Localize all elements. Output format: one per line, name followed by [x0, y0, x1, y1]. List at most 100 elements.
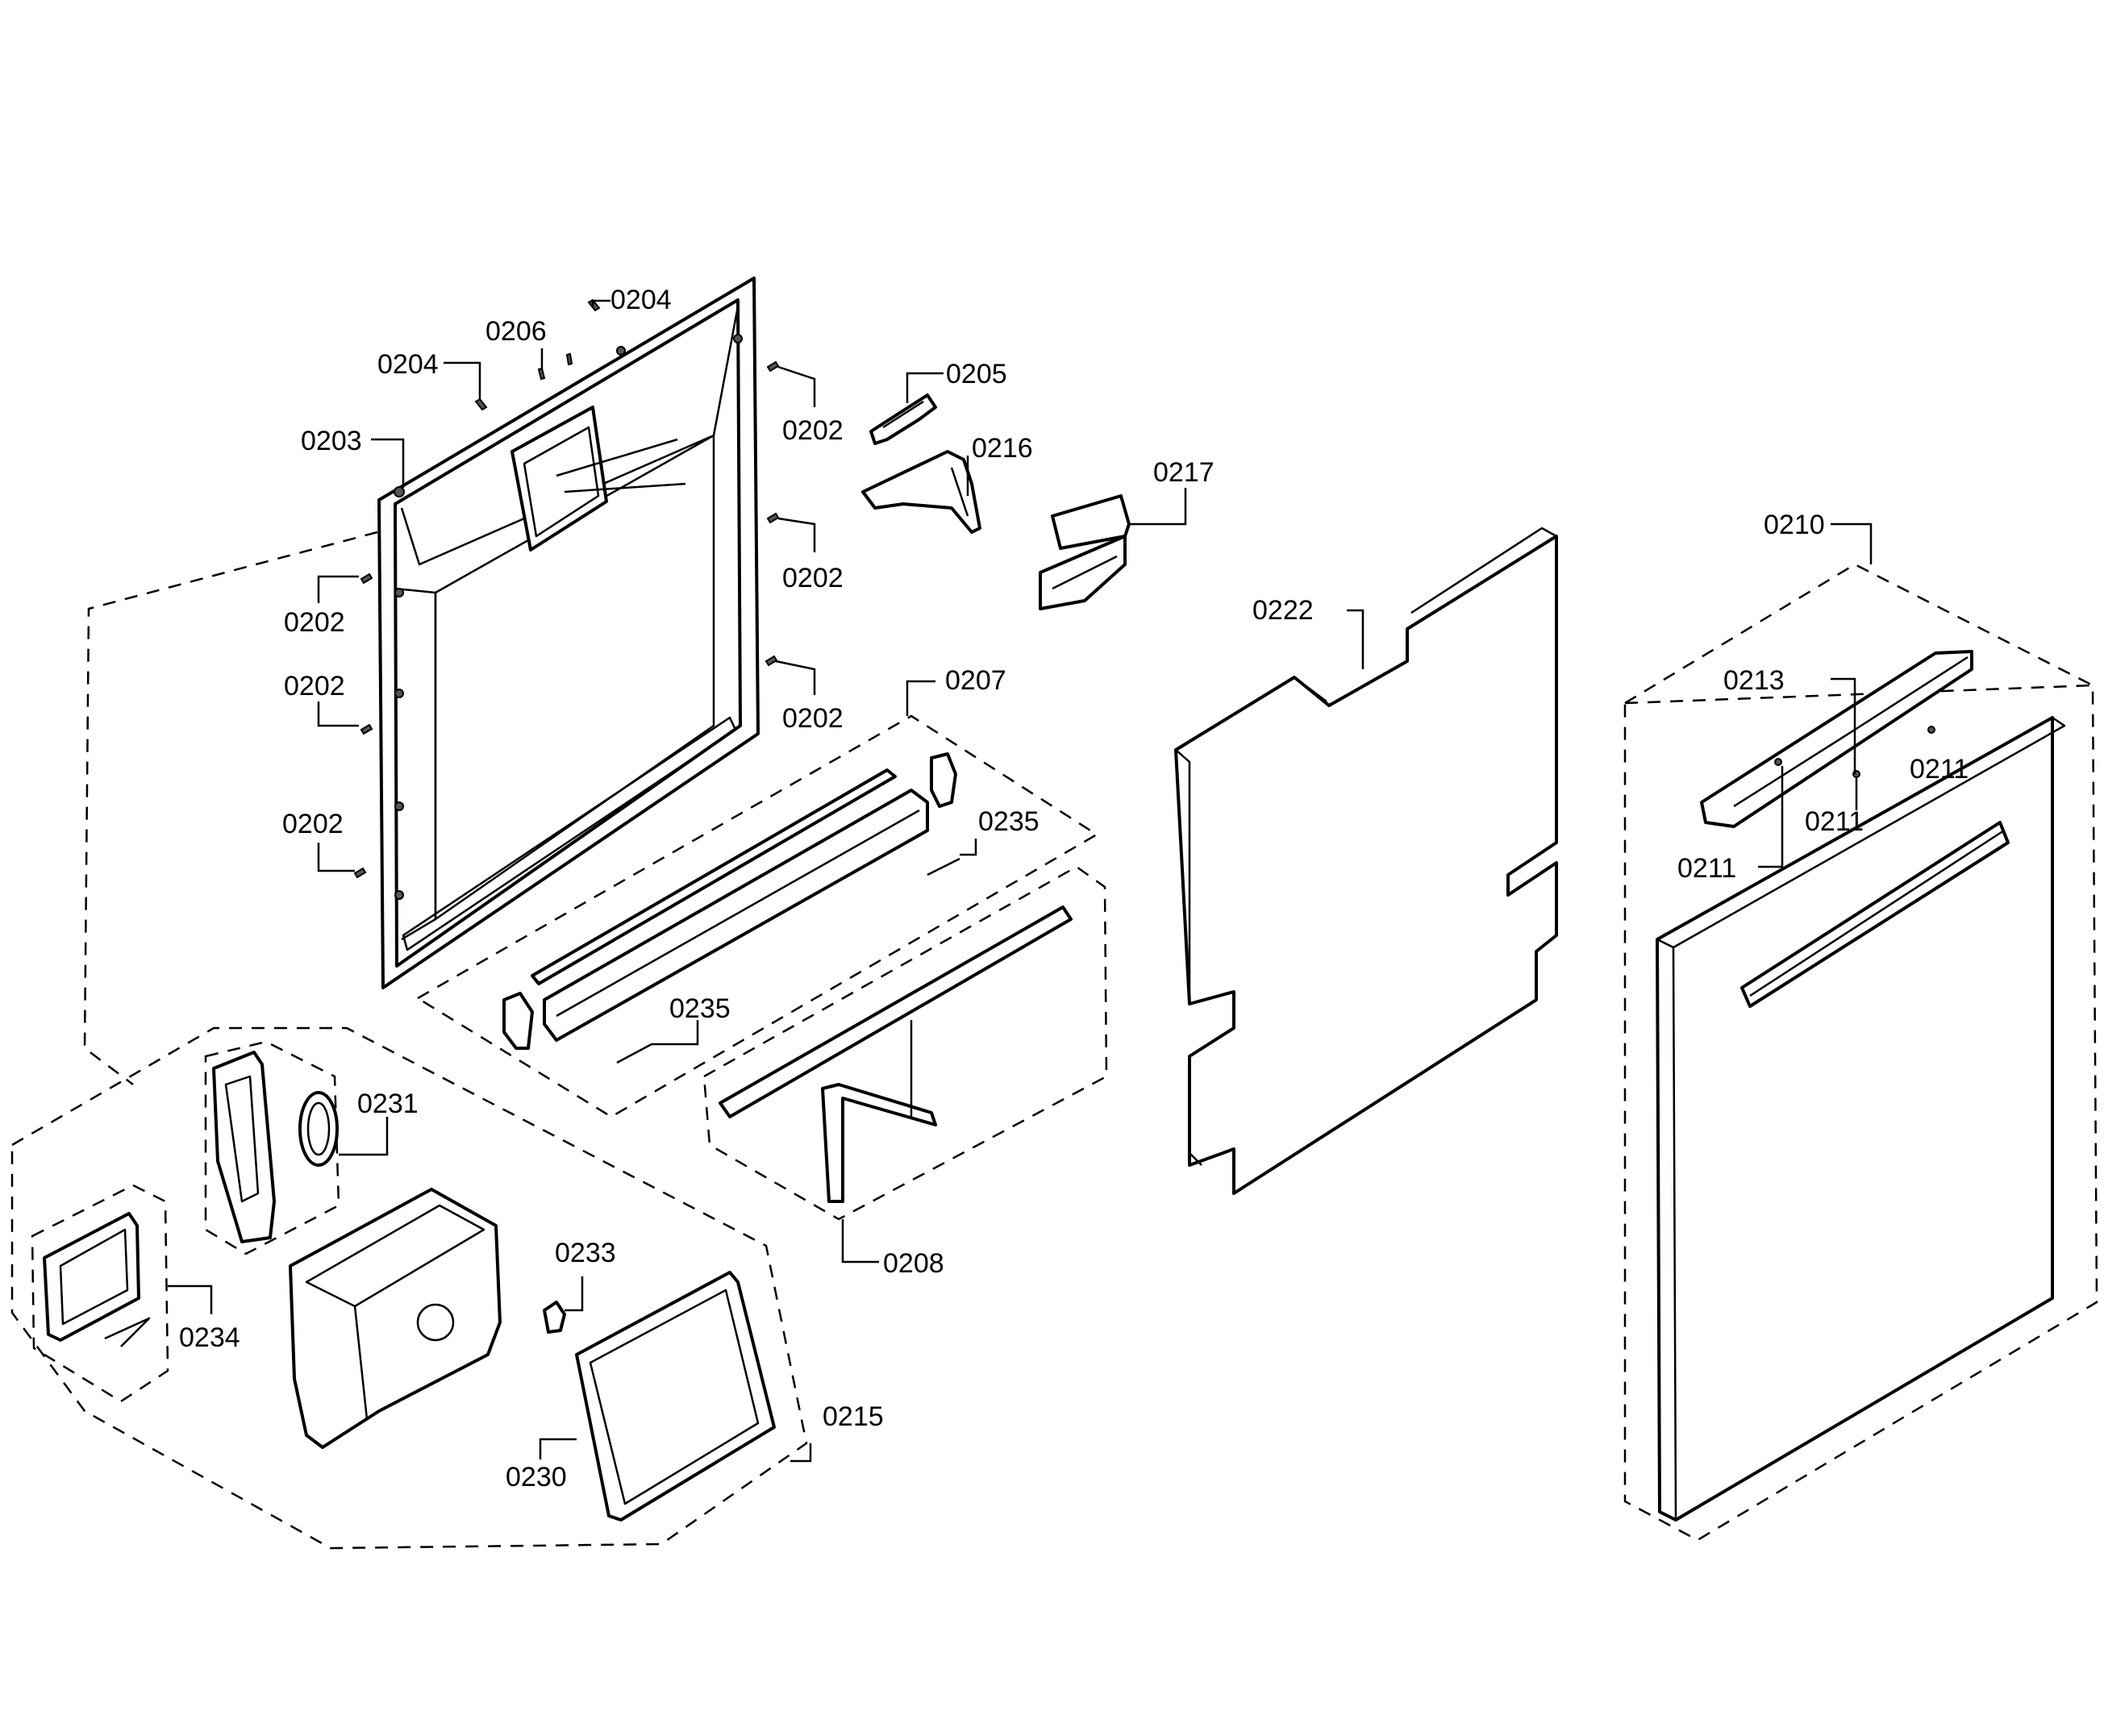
callout-0203: 0203	[301, 426, 362, 456]
seal-ring-inner	[306, 1101, 331, 1156]
frame-rivet	[394, 890, 404, 900]
control-module-edge	[353, 1305, 369, 1420]
leader-0235	[960, 839, 977, 856]
callout-0231: 0231	[357, 1089, 419, 1119]
screw-0202-icon	[766, 512, 780, 524]
screw-0202-icon	[360, 572, 373, 585]
leader-0233	[565, 1276, 584, 1312]
pin-0206-icon	[565, 352, 573, 366]
leader-0234	[168, 1284, 213, 1314]
callout-0211: 0211	[1910, 754, 1969, 785]
latch-0205-detail	[882, 400, 924, 429]
rail-0208	[719, 905, 1073, 1118]
callout-0202: 0202	[284, 671, 345, 701]
callout-0207: 0207	[945, 665, 1006, 696]
dispenser-lead-lines	[556, 438, 686, 493]
callout-0217: 0217	[1153, 457, 1214, 488]
leader-0202	[317, 575, 359, 603]
control-module	[289, 1188, 502, 1449]
seal-ring-0231	[298, 1091, 339, 1167]
leader-0217	[1129, 488, 1187, 526]
pin-0206-icon	[537, 367, 546, 381]
callout-0211: 0211	[1805, 806, 1864, 837]
callout-0202: 0202	[782, 415, 844, 446]
dispenser-opening	[510, 406, 608, 552]
leader-0202	[317, 701, 359, 727]
rail-bar-thin	[531, 768, 897, 985]
dispenser-opening-inner	[523, 426, 600, 538]
control-module-top	[305, 1204, 485, 1308]
screw-0202-icon	[360, 723, 373, 735]
inner-door-inner-edge	[394, 298, 742, 968]
wire-0234	[104, 1317, 151, 1347]
dashed-outline-0210-top	[1624, 563, 2094, 705]
latch-0216	[861, 450, 981, 534]
leader-0202	[777, 365, 816, 407]
inner-door-left-recess	[394, 587, 437, 941]
callout-labels: 0202 0202 0202 0202 0202 0202 0203 0204 …	[179, 285, 1969, 1492]
spring-0235-bottom	[616, 1043, 652, 1064]
frame-rivet	[394, 486, 405, 497]
leader-0235	[652, 1020, 699, 1046]
callout-0230: 0230	[506, 1462, 567, 1492]
outer-door-0210	[1656, 650, 2066, 1522]
callout-0202: 0202	[782, 563, 844, 593]
handle-0213	[1700, 650, 1973, 828]
leader-0202	[775, 660, 816, 695]
screw-0211-icon	[1927, 726, 1935, 734]
leader-0231	[339, 1117, 389, 1156]
dashed-outline-0215	[10, 1026, 808, 1550]
leader-0204	[444, 361, 481, 399]
callout-0206: 0206	[485, 316, 547, 347]
leader-0222	[1347, 609, 1364, 669]
display-panel-detail	[224, 1075, 260, 1203]
callout-0204: 0204	[610, 285, 672, 315]
vent-0217-detail	[1052, 555, 1118, 590]
bracket-0208	[719, 905, 1073, 1203]
frame-0230-inner	[589, 1288, 760, 1505]
leader-0207	[906, 680, 935, 716]
latch-0205	[869, 393, 937, 445]
dashed-outline-0210	[1623, 684, 2098, 1542]
outer-door-side-edge	[1672, 947, 1677, 1521]
screw-0202-icon	[766, 360, 780, 373]
leader-0205	[906, 372, 944, 403]
callout-0235: 0235	[669, 993, 731, 1024]
display-panel-0231	[212, 1051, 276, 1243]
insulation-face	[1174, 535, 1558, 1195]
leader-0203	[371, 438, 405, 488]
leader-0215	[790, 1443, 812, 1463]
dashed-outline-0234	[31, 1184, 169, 1403]
callout-0210: 0210	[1764, 510, 1825, 540]
vent-0217-top	[1051, 494, 1131, 550]
callout-0202: 0202	[282, 809, 344, 839]
leader-0202	[317, 843, 355, 872]
frame-rivet	[394, 689, 404, 698]
hinge-bracket-left	[502, 992, 534, 1050]
screw-0204-icon	[587, 298, 601, 312]
callout-0235: 0235	[978, 806, 1040, 837]
insulation-panel-0222	[1174, 527, 1558, 1195]
callout-0233: 0233	[555, 1238, 616, 1268]
frame-rivet	[616, 346, 626, 356]
leader-0210	[1831, 522, 1873, 564]
screw-0211-icon	[1774, 758, 1782, 766]
control-parts-0215	[43, 1051, 776, 1522]
control-module-knob	[416, 1303, 455, 1342]
spring-0235-top	[927, 857, 960, 876]
leader-0230	[539, 1438, 577, 1459]
callout-0208: 0208	[883, 1248, 944, 1279]
clip-0233	[543, 1301, 566, 1334]
leader-0204	[591, 299, 610, 306]
callout-0202: 0202	[782, 703, 844, 734]
l-bracket-0208	[821, 1083, 937, 1203]
callout-0202: 0202	[284, 607, 345, 638]
callout-0213: 0213	[1723, 665, 1785, 696]
leader-0208	[841, 1219, 879, 1263]
insulation-edge	[1175, 527, 1557, 1166]
frame-rivet	[394, 801, 404, 811]
callout-0216: 0216	[972, 433, 1033, 464]
callout-0234: 0234	[179, 1322, 240, 1353]
leader-0211	[1758, 766, 1784, 868]
